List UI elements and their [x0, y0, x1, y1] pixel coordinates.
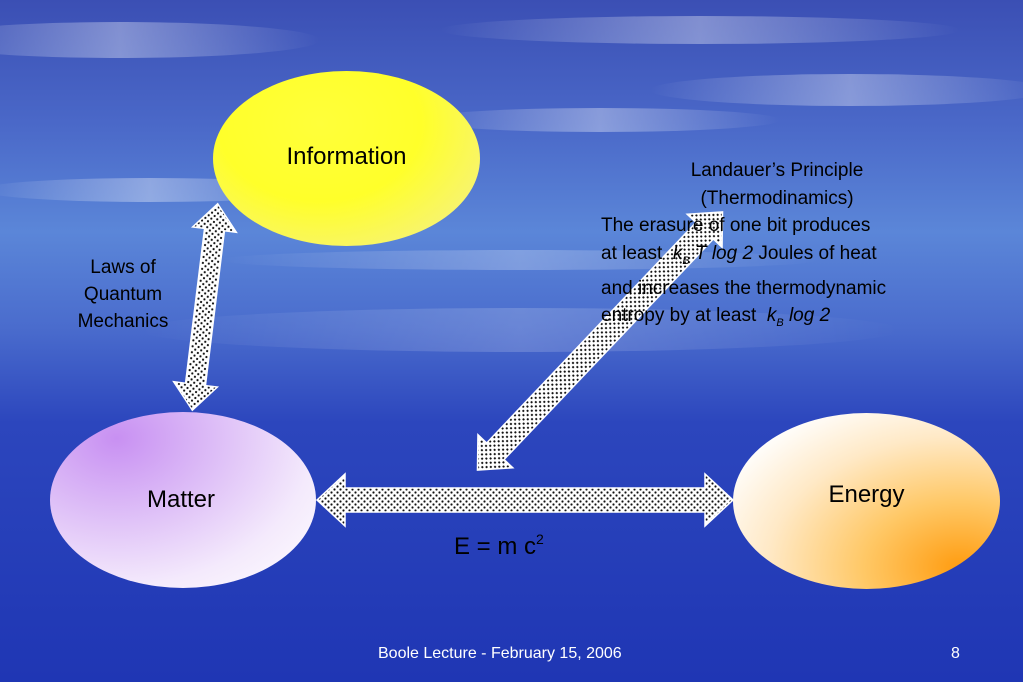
landauer-subtitle: (Thermodinamics): [700, 187, 854, 209]
energy-node: Energy: [733, 413, 1000, 589]
landauer-line-2: at least kB T log 2 Joules of heat: [601, 240, 981, 275]
landauer-formula-kbt: kB T log 2: [672, 242, 754, 267]
landauer-line-2-pre: at least: [601, 242, 663, 264]
landauer-line-4-pre: entropy by at least: [601, 305, 757, 327]
slide-number: 8: [951, 645, 960, 662]
cloud-streak: [420, 108, 780, 132]
log-2: log 2: [788, 305, 831, 327]
b-subscript: B: [776, 317, 784, 330]
cloud-streak: [650, 74, 1023, 106]
equation-exponent: 2: [536, 531, 544, 547]
information-label: Information: [286, 142, 407, 170]
matter-node: Matter: [50, 412, 316, 588]
landauer-line-1: The erasure of one bit produces: [601, 215, 871, 236]
sea-shimmer: [140, 308, 900, 352]
laws-line-3: Mechanics: [77, 311, 169, 332]
mass-energy-equation: E = m c2: [454, 531, 544, 561]
cloud-streak: [440, 16, 960, 44]
t-log-2: T log 2: [694, 242, 754, 264]
laws-line-1: Laws of: [90, 257, 156, 278]
landauer-formula-kb: kB log 2: [766, 305, 831, 330]
cloud-streak: [0, 22, 320, 58]
energy-label: Energy: [828, 481, 905, 508]
equation-base: E = m c: [454, 533, 537, 560]
laws-line-2: Quantum: [83, 284, 163, 305]
landauer-line-3: and increases the thermodynamic: [601, 277, 887, 299]
footer-text: Boole Lecture - February 15, 2006: [378, 645, 622, 662]
landauer-principle-text: Landauer’s Principle (Thermodinamics) Th…: [601, 157, 981, 338]
landauer-line-2-post: Joules of heat: [758, 242, 877, 264]
k-symbol: k: [672, 242, 683, 264]
arrow-information-matter: [172, 202, 238, 412]
landauer-line-4: entropy by at least kB log 2: [601, 302, 981, 337]
k-symbol: k: [766, 305, 777, 327]
arrow-matter-energy: [315, 472, 735, 528]
matter-label: Matter: [146, 486, 215, 513]
b-subscript: B: [682, 254, 690, 267]
laws-of-quantum-mechanics-label: Laws of Quantum Mechanics: [58, 254, 188, 335]
landauer-title: Landauer’s Principle: [690, 160, 864, 181]
information-node: Information: [213, 71, 480, 246]
arrow-information-energy: [476, 211, 724, 471]
